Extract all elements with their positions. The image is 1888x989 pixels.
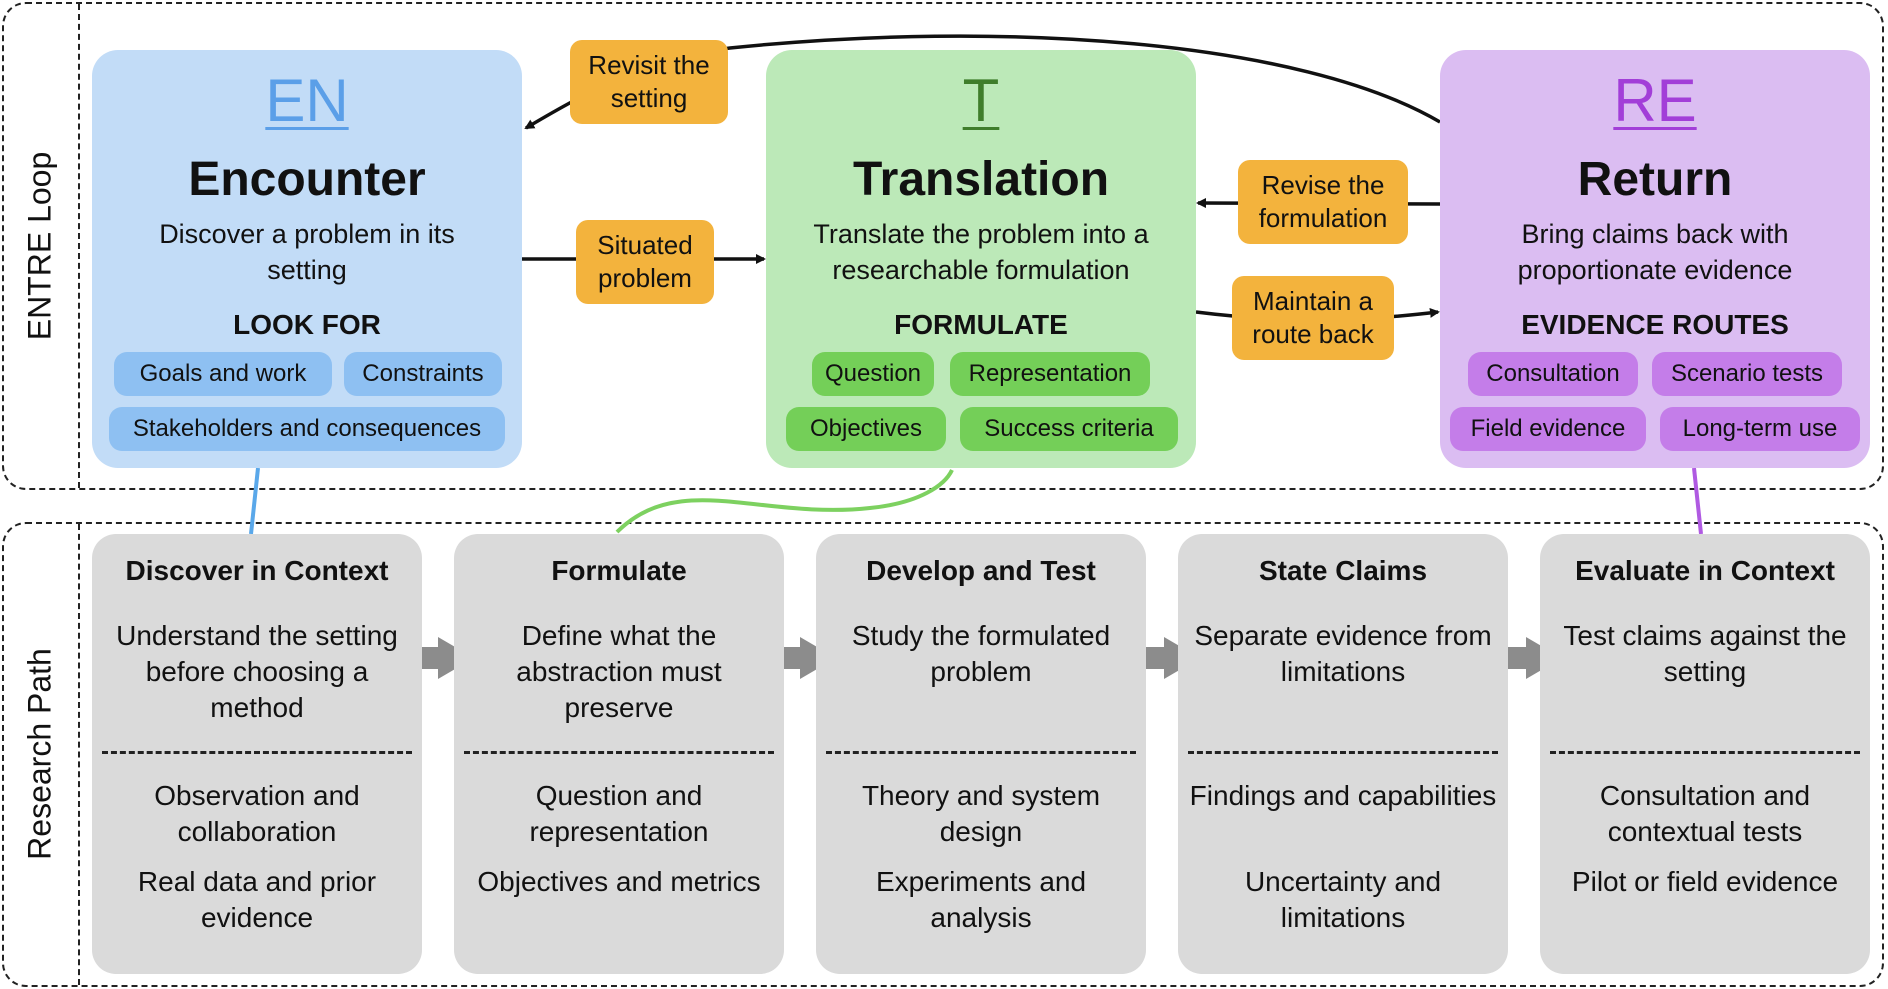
- step-title: Evaluate in Context: [1575, 555, 1835, 586]
- chip-success-criteria: Success criteria: [960, 407, 1178, 451]
- translation-abbr: T: [962, 67, 1000, 134]
- step-title: Formulate: [551, 555, 687, 586]
- flow-route-line2: route back: [1252, 319, 1374, 349]
- step-desc: Separate evidence from limitations: [1194, 620, 1492, 687]
- flow-revisit-setting: Revisit the setting: [570, 40, 728, 124]
- step-evaluate-in-context: Evaluate in Context Test claims against …: [1540, 534, 1870, 974]
- encounter-card: EN Encounter Discover a problem in its s…: [92, 50, 522, 468]
- encounter-link-line: [249, 467, 260, 535]
- step-divider: [1188, 751, 1498, 754]
- flow-situated-line2: problem: [598, 263, 692, 293]
- step-discover-in-context: Discover in Context Understand the setti…: [92, 534, 422, 974]
- step-desc: Define what the abstraction must preserv…: [516, 620, 722, 723]
- step-activity: Findings and capabilities: [1189, 780, 1497, 811]
- step-title: Discover in Context: [125, 555, 389, 586]
- flow-revisit-line1: Revisit the: [588, 50, 710, 80]
- step-activity: Uncertainty and limitations: [1244, 866, 1442, 933]
- step-divider: [464, 751, 774, 754]
- encounter-subtitle: LOOK FOR: [233, 309, 381, 340]
- step-desc: Study the formulated problem: [851, 620, 1111, 687]
- step-divider: [1550, 751, 1860, 754]
- return-card: RE Return Bring claims back with proport…: [1440, 50, 1870, 468]
- flow-revise-line1: Revise the: [1261, 170, 1385, 200]
- step-develop-and-test: Develop and Test Study the formulated pr…: [816, 534, 1146, 974]
- step-title: Develop and Test: [866, 555, 1096, 586]
- chip-goals-and-work: Goals and work: [114, 352, 332, 396]
- flow-situated-problem: Situated problem: [576, 220, 714, 304]
- return-link-line: [1692, 467, 1703, 535]
- translation-desc: Translate the problem into a researchabl…: [813, 219, 1149, 285]
- return-desc: Bring claims back with proportionate evi…: [1517, 219, 1793, 285]
- chip-objectives: Objectives: [786, 407, 946, 451]
- step-divider: [826, 751, 1136, 754]
- chip-stakeholders: Stakeholders and consequences: [109, 407, 505, 451]
- chip-consultation: Consultation: [1468, 352, 1638, 396]
- step-activity: Real data and prior evidence: [137, 866, 377, 933]
- step-desc: Understand the setting before choosing a…: [116, 620, 398, 723]
- encounter-title: Encounter: [188, 153, 426, 206]
- return-subtitle: EVIDENCE ROUTES: [1521, 309, 1789, 340]
- translation-card: T Translation Translate the problem into…: [766, 50, 1196, 468]
- encounter-abbr: EN: [265, 67, 349, 134]
- step-formulate: Formulate Define what the abstraction mu…: [454, 534, 784, 974]
- flow-revisit-line2: setting: [610, 83, 688, 113]
- loop-divider: [78, 4, 80, 488]
- flow-revise-formulation: Revise the formulation: [1238, 160, 1408, 244]
- step-activity: Objectives and metrics: [477, 866, 761, 897]
- return-title: Return: [1577, 153, 1733, 206]
- chip-representation: Representation: [950, 352, 1150, 396]
- translation-title: Translation: [852, 153, 1110, 206]
- path-divider: [78, 524, 80, 985]
- flow-route-back: Maintain a route back: [1232, 276, 1394, 360]
- chip-constraints: Constraints: [344, 352, 502, 396]
- chip-field-evidence: Field evidence: [1450, 407, 1646, 451]
- step-activity: Theory and system design: [861, 780, 1101, 847]
- step-title: State Claims: [1258, 555, 1428, 586]
- chip-long-term-use: Long-term use: [1660, 407, 1860, 451]
- translation-link-curve: [615, 469, 954, 534]
- chip-scenario-tests: Scenario tests: [1652, 352, 1842, 396]
- chip-question: Question: [812, 352, 934, 396]
- flow-situated-line1: Situated: [597, 230, 693, 260]
- flow-revise-line2: formulation: [1258, 203, 1388, 233]
- entre-loop-frame: [2, 2, 1884, 490]
- encounter-desc: Discover a problem in its setting: [159, 219, 455, 285]
- return-abbr: RE: [1613, 67, 1697, 134]
- step-activity: Question and representation: [529, 780, 709, 847]
- step-activity: Observation and collaboration: [154, 780, 360, 847]
- translation-subtitle: FORMULATE: [894, 309, 1068, 340]
- step-divider: [102, 751, 412, 754]
- step-state-claims: State Claims Separate evidence from limi…: [1178, 534, 1508, 974]
- flow-route-line1: Maintain a: [1253, 286, 1373, 316]
- step-desc: Test claims against the setting: [1563, 620, 1847, 687]
- research-path-frame: [2, 522, 1884, 987]
- step-activity: Pilot or field evidence: [1571, 866, 1839, 897]
- step-activity: Consultation and contextual tests: [1599, 780, 1811, 847]
- step-activity: Experiments and analysis: [875, 866, 1087, 933]
